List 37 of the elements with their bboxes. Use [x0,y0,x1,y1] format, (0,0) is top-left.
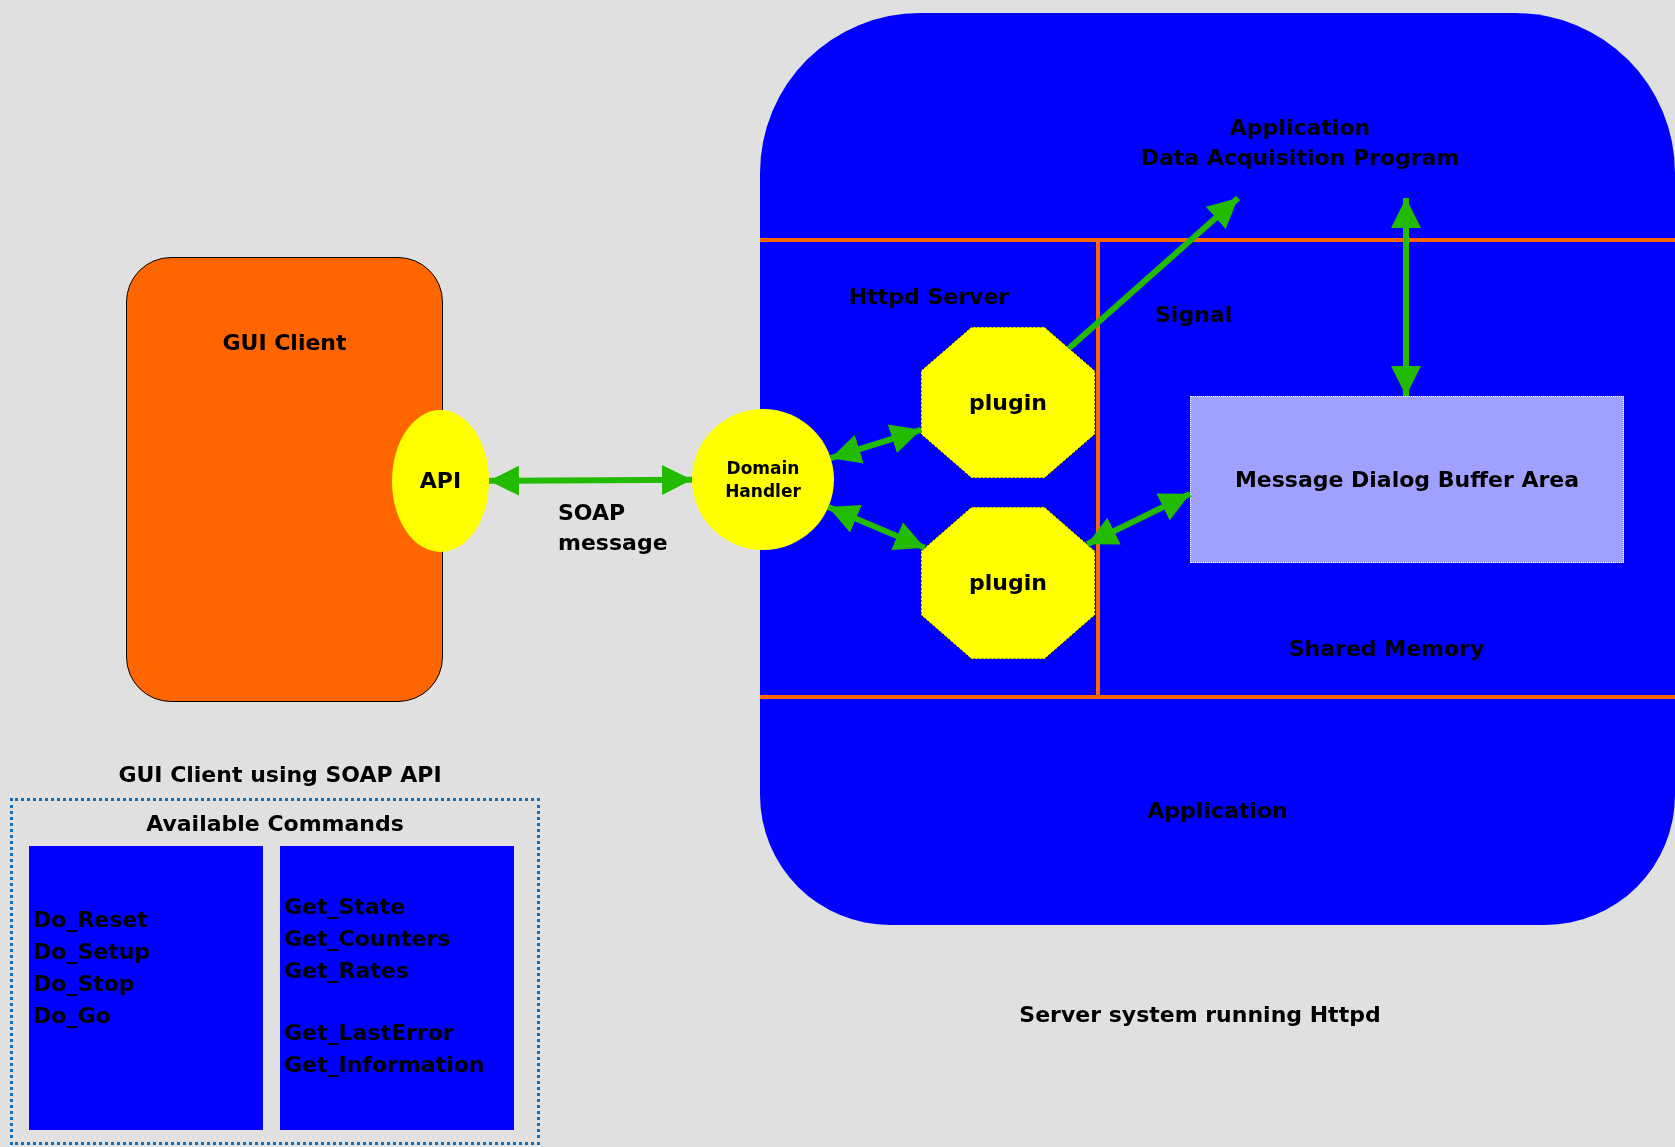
node-label: Message Dialog Buffer Area [1234,465,1580,494]
node-label: Application [1147,797,1288,826]
command-list-panel [280,846,514,1130]
commands-panel [10,798,540,1145]
arrow [1067,195,1241,351]
command-name: Get_Counters [284,924,451,953]
node-label: Shared Memory [1288,635,1485,663]
node-label: Domain Handler [724,456,802,503]
arrow [829,424,922,464]
command-name: Do_Go [33,1001,111,1030]
arrow [1085,491,1192,547]
arrow [827,504,926,551]
command-name: Do_Setup [33,937,151,966]
command-name: Do_Stop [33,969,135,998]
diagram-label: GUI Client using SOAP API [117,761,443,789]
command-name: Get_Information [284,1050,485,1079]
arrow [1391,198,1421,396]
command-name: Do_Reset [33,906,148,934]
node-label: Data Acquisition Program [1140,144,1460,172]
node-label: plugin [969,388,1047,417]
command-list-panel [29,846,263,1130]
plugin-octagon [921,327,1095,478]
command-name: Get_LastError [284,1018,454,1047]
caption-text: Server system running Httpd [1018,1001,1382,1029]
edge-label: Signal [1155,301,1234,329]
arrow [488,464,693,496]
node-label: API [419,467,462,496]
node-label: plugin [969,569,1047,598]
command-name: Get_Rates [284,956,409,985]
node-label: Application [1229,114,1371,143]
node-label: Httpd Server [848,283,1010,311]
node-label: Available Commands [146,810,404,838]
node-label: GUI Client [222,329,347,357]
edge-label: SOAP message [558,499,669,557]
command-name: Get_State [284,893,406,921]
plugin-octagon [921,507,1095,659]
buffer-box [1190,396,1624,563]
